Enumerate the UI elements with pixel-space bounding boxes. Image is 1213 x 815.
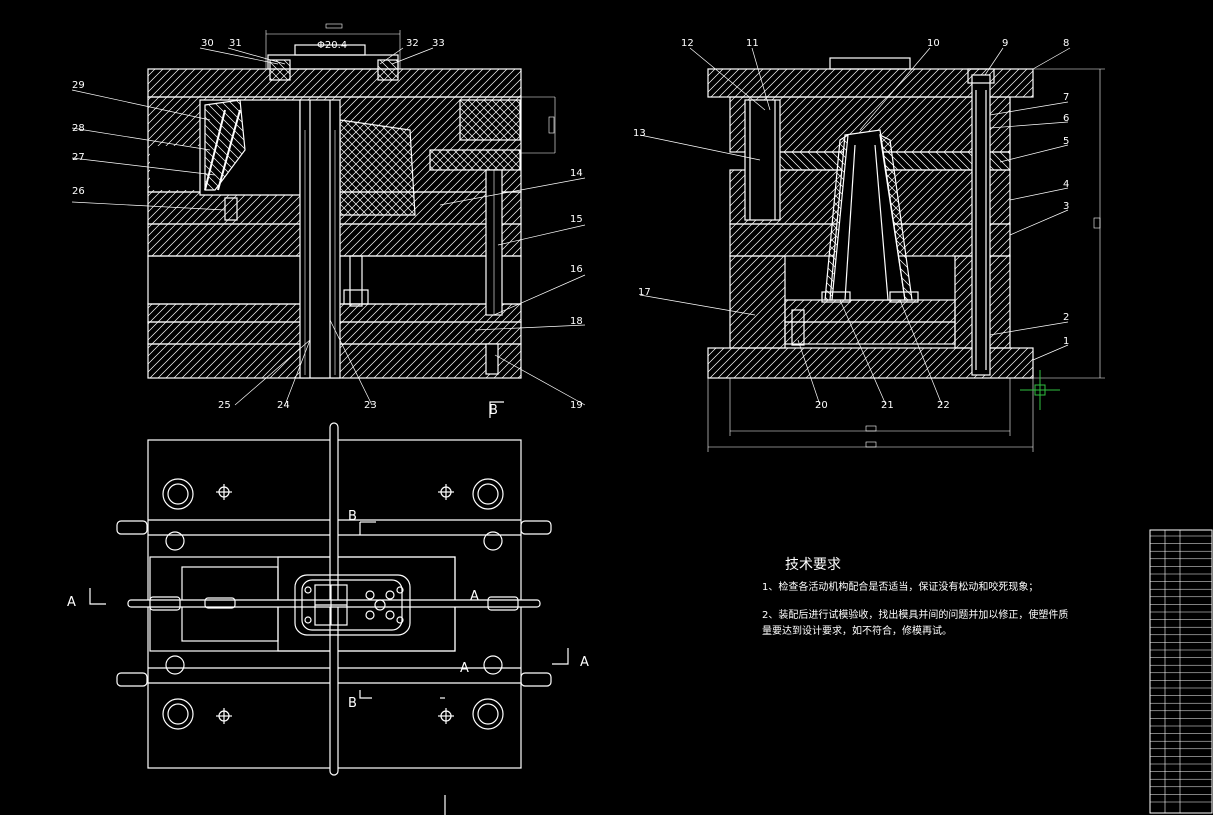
part-label-26: 26 <box>72 186 85 197</box>
part-label-9: 9 <box>1002 38 1008 49</box>
part-label-15: 15 <box>570 214 583 225</box>
part-label-4: 4 <box>1063 179 1069 190</box>
part-label-14: 14 <box>570 168 583 179</box>
part-label-22: 22 <box>937 400 950 411</box>
part-label-10: 10 <box>927 38 940 49</box>
part-label-28: 28 <box>72 123 85 134</box>
part-label-24: 24 <box>277 400 290 411</box>
tech-requirement-1: 1、检查各活动机构配合是否适当，保证没有松动和咬死现象； <box>762 582 1039 593</box>
part-label-25: 25 <box>218 400 231 411</box>
tech-requirement-2a: 2、装配后进行试模验收，找出模具并间的问题并加以修正，使塑件质 <box>762 610 1069 621</box>
part-label-27: 27 <box>72 152 85 163</box>
section-mark-b-inner: B <box>348 509 357 524</box>
part-label-6: 6 <box>1063 113 1069 124</box>
part-label-21: 21 <box>881 400 894 411</box>
part-label-16: 16 <box>570 264 583 275</box>
title-block-rows <box>1150 535 1212 803</box>
front-section-view <box>147 23 556 379</box>
part-label-30: 30 <box>201 38 214 49</box>
part-label-17: 17 <box>638 287 651 298</box>
dimension-text: Φ20.4 <box>317 40 347 51</box>
front-leaders <box>71 47 586 406</box>
part-label-12: 12 <box>681 38 694 49</box>
part-label-8: 8 <box>1063 38 1069 49</box>
part-label-19: 19 <box>570 400 583 411</box>
tech-requirements-title: 技术要求 <box>785 557 841 573</box>
part-label-23: 23 <box>364 400 377 411</box>
part-label-29: 29 <box>72 80 85 91</box>
part-label-11: 11 <box>746 38 759 49</box>
part-label-1: 1 <box>1063 336 1069 347</box>
part-label-33: 33 <box>432 38 445 49</box>
part-label-2: 2 <box>1063 312 1069 323</box>
part-label-31: 31 <box>229 38 242 49</box>
part-label-18: 18 <box>570 316 583 327</box>
side-section-view <box>707 57 1105 452</box>
section-mark-a-inner: A <box>470 589 479 604</box>
part-label-7: 7 <box>1063 92 1069 103</box>
part-label-13: 13 <box>633 128 646 139</box>
part-label-20: 20 <box>815 400 828 411</box>
part-label-5: 5 <box>1063 136 1069 147</box>
title-block <box>1149 529 1213 814</box>
part-label-3: 3 <box>1063 201 1069 212</box>
tech-requirement-2b: 量要达到设计要求，如不符合，修模再试。 <box>762 626 952 637</box>
section-mark-b-lower: B <box>348 696 357 711</box>
part-label-32: 32 <box>406 38 419 49</box>
side-leaders <box>639 47 1071 406</box>
section-mark-a-lower: A <box>460 661 469 676</box>
section-mark-a-right: A <box>580 655 589 670</box>
plan-view <box>89 401 569 815</box>
section-mark-b-top: B <box>489 403 498 418</box>
section-mark-a-left: A <box>67 595 76 610</box>
